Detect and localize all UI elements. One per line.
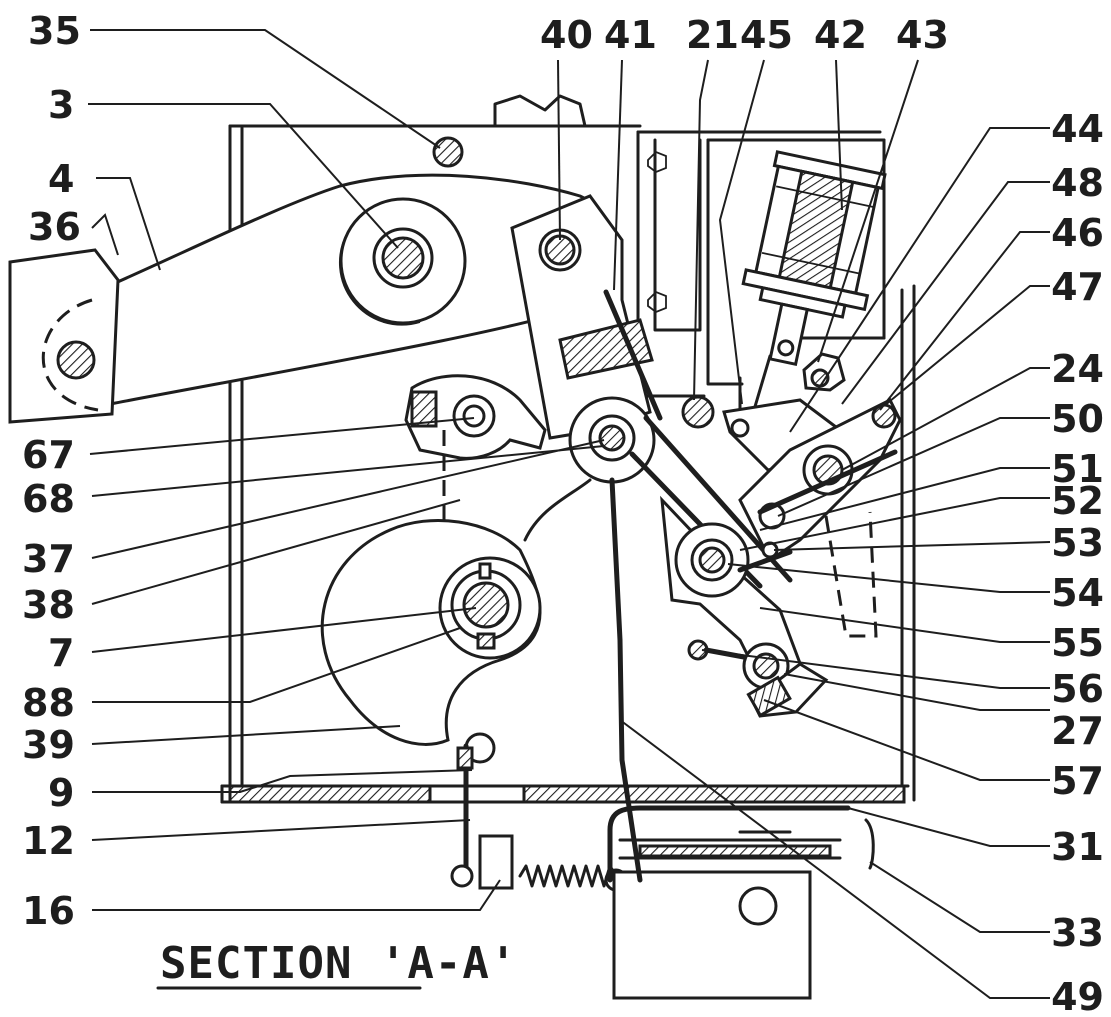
leader-lines xyxy=(88,29,1051,999)
label-45: 45 xyxy=(740,13,793,57)
label-37: 37 xyxy=(22,537,75,581)
section-title: SECTION 'A-A' xyxy=(160,938,517,989)
label-88: 88 xyxy=(22,681,75,725)
label-7: 7 xyxy=(48,631,74,675)
bottom-bracket xyxy=(612,870,812,1000)
cam-39 xyxy=(320,519,542,764)
label-38: 38 xyxy=(22,583,75,627)
label-51: 51 xyxy=(1051,447,1104,491)
bracket-36 xyxy=(8,248,120,424)
label-16: 16 xyxy=(22,889,75,933)
label-27: 27 xyxy=(1051,709,1104,753)
label-41: 41 xyxy=(604,13,657,57)
label-52: 52 xyxy=(1051,479,1104,523)
label-49: 49 xyxy=(1051,975,1104,1017)
solenoid-coil xyxy=(741,150,887,367)
pin-21 xyxy=(681,395,715,429)
label-31: 31 xyxy=(1051,825,1104,869)
label-47: 47 xyxy=(1051,265,1104,309)
labels-top: 40 41 21 45 42 43 xyxy=(540,13,949,57)
label-40: 40 xyxy=(540,13,593,57)
label-67: 67 xyxy=(22,433,75,477)
labels-left: 35 3 4 36 67 68 37 38 7 88 39 9 12 16 xyxy=(22,9,81,933)
solenoid-link xyxy=(752,354,772,412)
label-9: 9 xyxy=(48,771,74,815)
label-21: 21 xyxy=(686,13,739,57)
lever-49 xyxy=(609,477,643,883)
label-57: 57 xyxy=(1051,759,1104,803)
label-35: 35 xyxy=(28,9,81,53)
label-48: 48 xyxy=(1051,161,1104,205)
spring-assembly xyxy=(450,743,875,892)
label-42: 42 xyxy=(814,13,867,57)
label-55: 55 xyxy=(1051,621,1104,665)
label-12: 12 xyxy=(22,819,75,863)
label-3: 3 xyxy=(48,83,74,127)
pin-35 xyxy=(432,136,464,168)
label-43: 43 xyxy=(896,13,949,57)
label-33: 33 xyxy=(1051,911,1104,955)
label-46: 46 xyxy=(1051,211,1104,255)
label-44: 44 xyxy=(1051,107,1104,151)
catch-43 xyxy=(802,352,846,392)
label-4: 4 xyxy=(48,157,74,201)
label-39: 39 xyxy=(22,723,75,767)
label-56: 56 xyxy=(1051,667,1104,711)
label-68: 68 xyxy=(22,477,75,521)
label-54: 54 xyxy=(1051,571,1104,615)
roller-37 xyxy=(523,396,656,542)
label-53: 53 xyxy=(1051,521,1104,565)
label-36: 36 xyxy=(28,205,81,249)
label-50: 50 xyxy=(1051,397,1104,441)
pawl-assembly xyxy=(687,639,829,718)
label-24: 24 xyxy=(1051,347,1104,391)
labels-right: 44 48 46 47 24 50 51 52 53 54 55 56 27 5… xyxy=(1051,107,1104,1017)
